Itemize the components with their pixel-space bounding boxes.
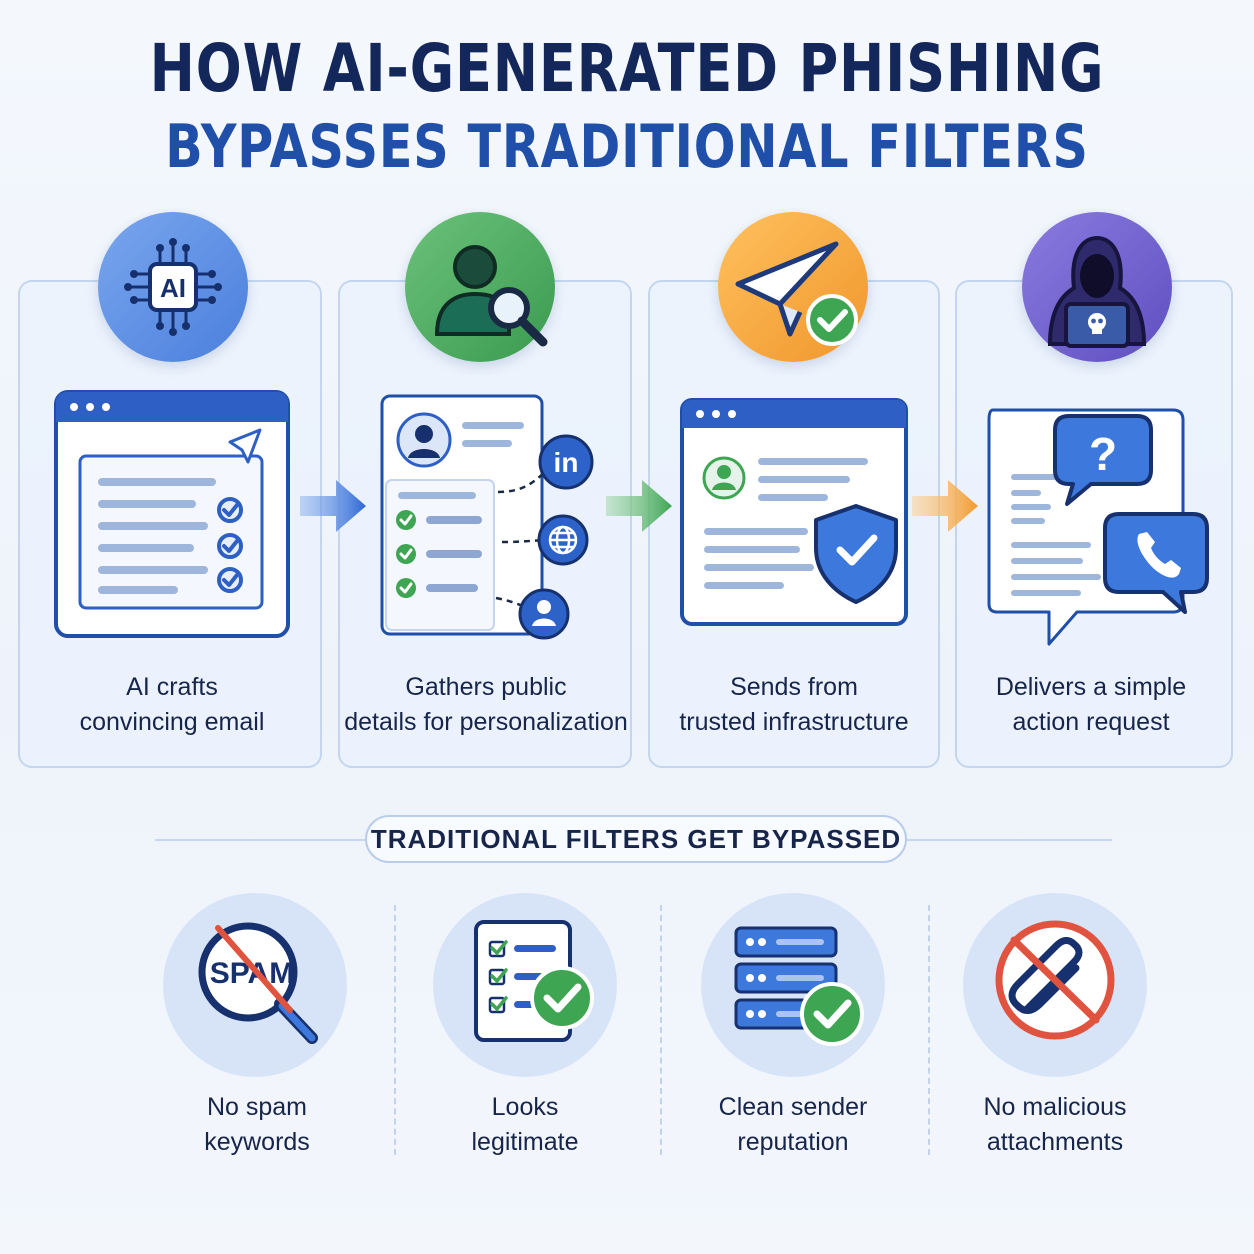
linkedin-icon-text: in <box>554 447 579 478</box>
checklist-check-icon <box>432 892 618 1078</box>
title-line-2: BYPASSES TRADITIONAL FILTERS <box>165 112 1089 182</box>
ai-chip-icon: AI <box>98 212 248 362</box>
step-label-1: AI crafts convincing email <box>79 673 265 736</box>
column-divider <box>928 905 930 1155</box>
title-line-1: HOW AI-GENERATED PHISHING <box>149 30 1105 107</box>
paper-plane-check-icon <box>718 212 868 362</box>
arrow-right-icon <box>910 474 980 543</box>
step-label-4: Delivers a simple action request <box>995 673 1187 736</box>
step-label-2: Gathers public details for personalizati… <box>344 673 628 736</box>
filter-label-1: No spam keywords <box>204 1093 310 1156</box>
user-search-icon <box>405 212 555 362</box>
no-spam-icon: SPAM <box>162 892 348 1078</box>
section-header-label: TRADITIONAL FILTERS GET BYPASSED <box>370 823 902 854</box>
section-divider-line <box>907 839 1112 841</box>
step-label-3: Sends from trusted infrastructure <box>679 673 909 736</box>
email-window-illustration <box>52 390 292 640</box>
arrow-right-icon <box>298 474 368 543</box>
filter-label-2: Looks legitimate <box>471 1093 579 1156</box>
no-attachment-icon <box>962 892 1148 1078</box>
column-divider <box>394 905 396 1155</box>
ai-chip-text: AI <box>160 273 186 303</box>
filter-label-4: No malicious attachments <box>983 1093 1127 1156</box>
shield-window-illustration <box>678 396 910 632</box>
arrow-right-icon <box>604 474 674 543</box>
question-mark-text: ? <box>1089 428 1117 480</box>
section-header: TRADITIONAL FILTERS GET BYPASSED <box>365 815 907 863</box>
filter-label-3: Clean sender reputation <box>718 1093 868 1156</box>
profile-document-illustration: in <box>378 392 598 642</box>
column-divider <box>660 905 662 1155</box>
hooded-hacker-icon <box>1022 212 1172 362</box>
spam-text: SPAM <box>210 957 294 990</box>
server-check-icon <box>700 892 886 1078</box>
chat-request-illustration: ? <box>985 406 1215 650</box>
section-divider-line <box>155 839 365 841</box>
